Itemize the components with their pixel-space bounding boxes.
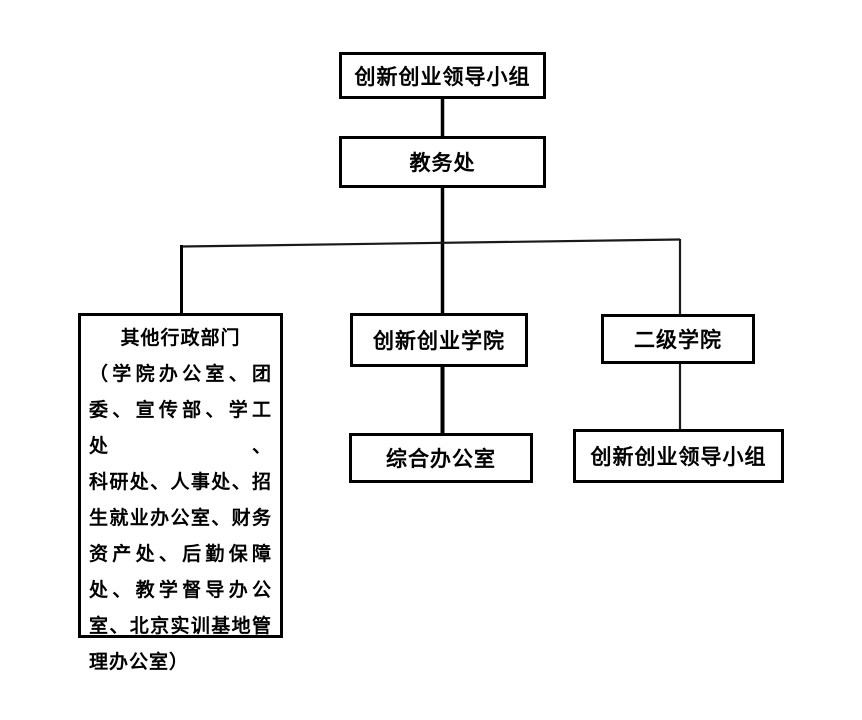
node-other-departments-line: 理办公室） [89,652,190,673]
node-other-departments-line: 处、教学督导办公 [89,580,272,601]
node-secondary-leading-group-label: 创新创业领导小组 [590,446,767,469]
connector-horizontal-rail [181,238,681,248]
node-general-office-label: 综合办公室 [386,448,496,471]
node-other-departments-line: 室、北京实训基地管 [89,616,272,637]
node-innovation-college-label: 创新创业学院 [373,330,505,353]
node-other-departments-line: 资产处、后勤保障 [89,544,272,565]
node-other-departments-line: （学院办公室、团 [89,364,272,385]
node-other-departments-title: 其他行政部门 [120,328,241,349]
node-academic-affairs-label: 教务处 [409,152,476,175]
node-secondary-leading-group: 创新创业领导小组 [573,429,784,483]
node-leading-group-label: 创新创业领导小组 [354,65,531,89]
node-innovation-college: 创新创业学院 [350,313,528,367]
node-secondary-colleges: 二级学院 [601,314,755,364]
node-academic-affairs: 教务处 [339,136,546,188]
node-other-departments-line: 委、宣传部、学工处、 [89,400,272,457]
node-general-office: 综合办公室 [349,433,533,483]
node-leading-group: 创新创业领导小组 [339,52,546,99]
node-secondary-colleges-label: 二级学院 [634,329,722,352]
node-other-departments-line: 科研处、人事处、招 [89,472,272,493]
node-other-departments-line: 生就业办公室、财务 [89,508,272,529]
node-other-departments: 其他行政部门 （学院办公室、团 委、宣传部、学工处、 科研处、人事处、招 生就业… [78,313,283,673]
